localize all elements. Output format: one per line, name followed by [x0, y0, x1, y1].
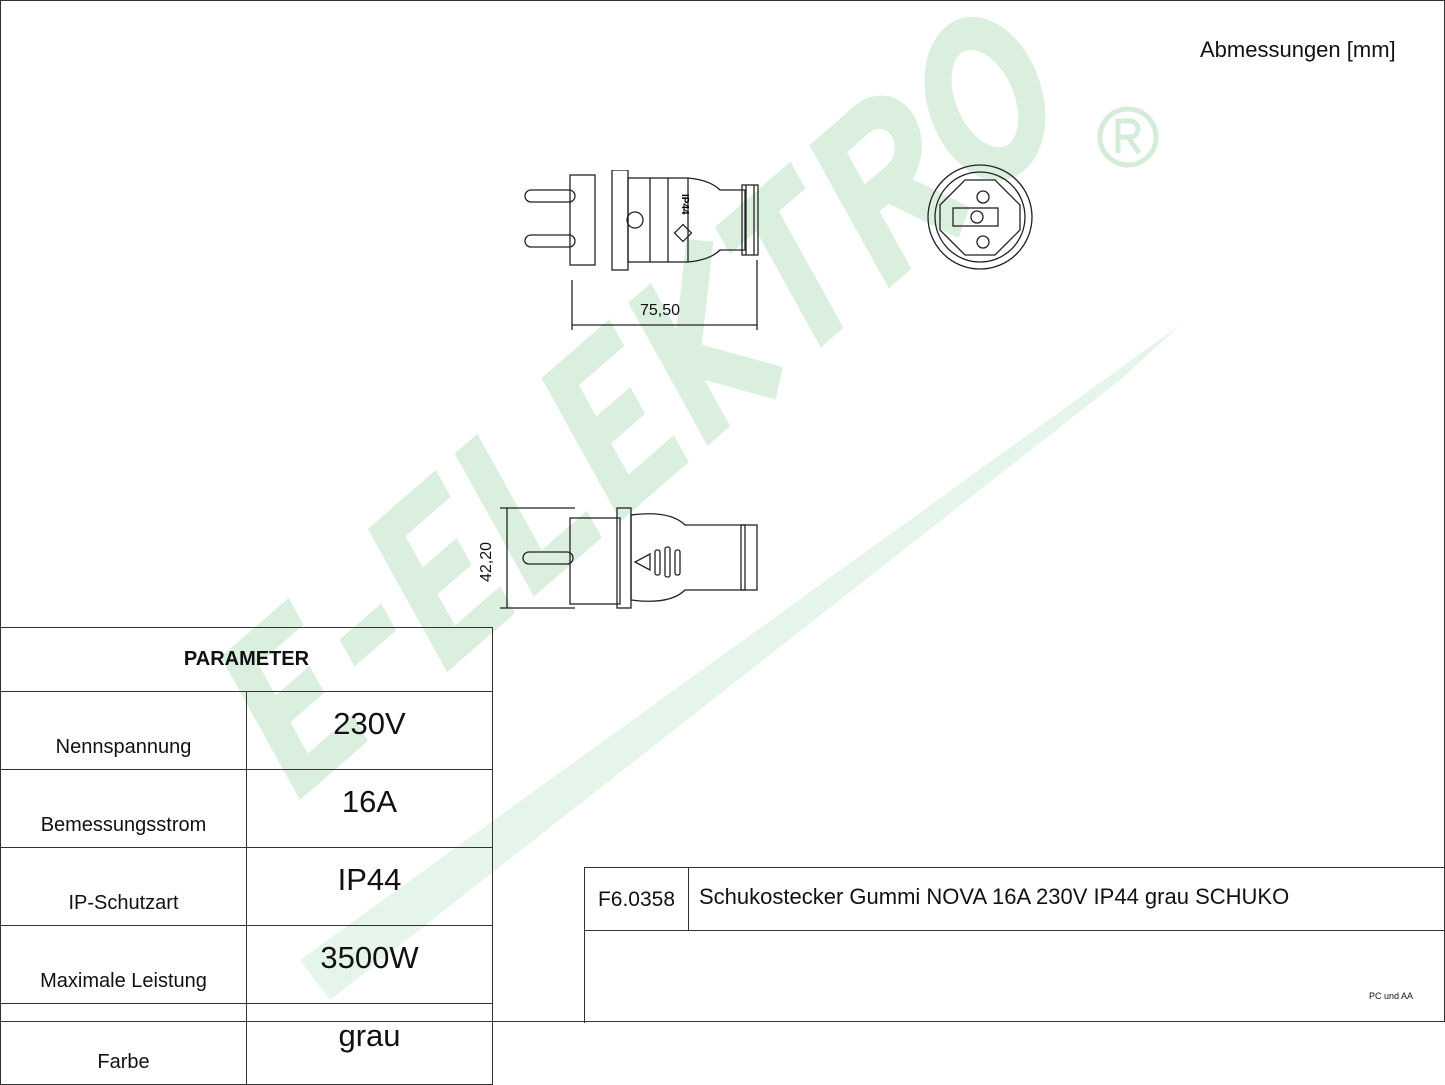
- dimensions-unit-label: Abmessungen [mm]: [1200, 37, 1396, 62]
- plug-top-view-drawing: IP44: [524, 170, 759, 330]
- product-code: F6.0358: [585, 868, 689, 931]
- brand-watermark: [220, 16, 1180, 1000]
- param-label: IP-Schutzart: [0, 847, 247, 926]
- param-value: 230V: [246, 691, 493, 770]
- param-label: Maximale Leistung: [0, 925, 247, 1004]
- author-initials: PC und AA: [1368, 991, 1413, 1001]
- height-dimension: 42,20: [478, 541, 495, 582]
- plug-side-view-drawing: [500, 507, 758, 609]
- param-label: Farbe: [0, 1003, 247, 1085]
- title-block: F6.0358 Schukostecker Gummi NOVA 16A 230…: [584, 867, 1445, 1023]
- param-value: IP44: [246, 847, 493, 926]
- param-label: Bemessungsstrom: [0, 769, 247, 848]
- plug-front-view-drawing: [927, 164, 1033, 270]
- param-label: Nennspannung: [0, 691, 247, 770]
- param-value: grau: [246, 1003, 493, 1085]
- product-description: Schukostecker Gummi NOVA 16A 230V IP44 g…: [689, 868, 1445, 931]
- param-value: 16A: [246, 769, 493, 848]
- param-value: 3500W: [246, 925, 493, 1004]
- parameter-table-header: PARAMETER: [0, 627, 493, 692]
- ip-marking: IP44: [679, 194, 690, 215]
- width-dimension: 75,50: [640, 302, 681, 319]
